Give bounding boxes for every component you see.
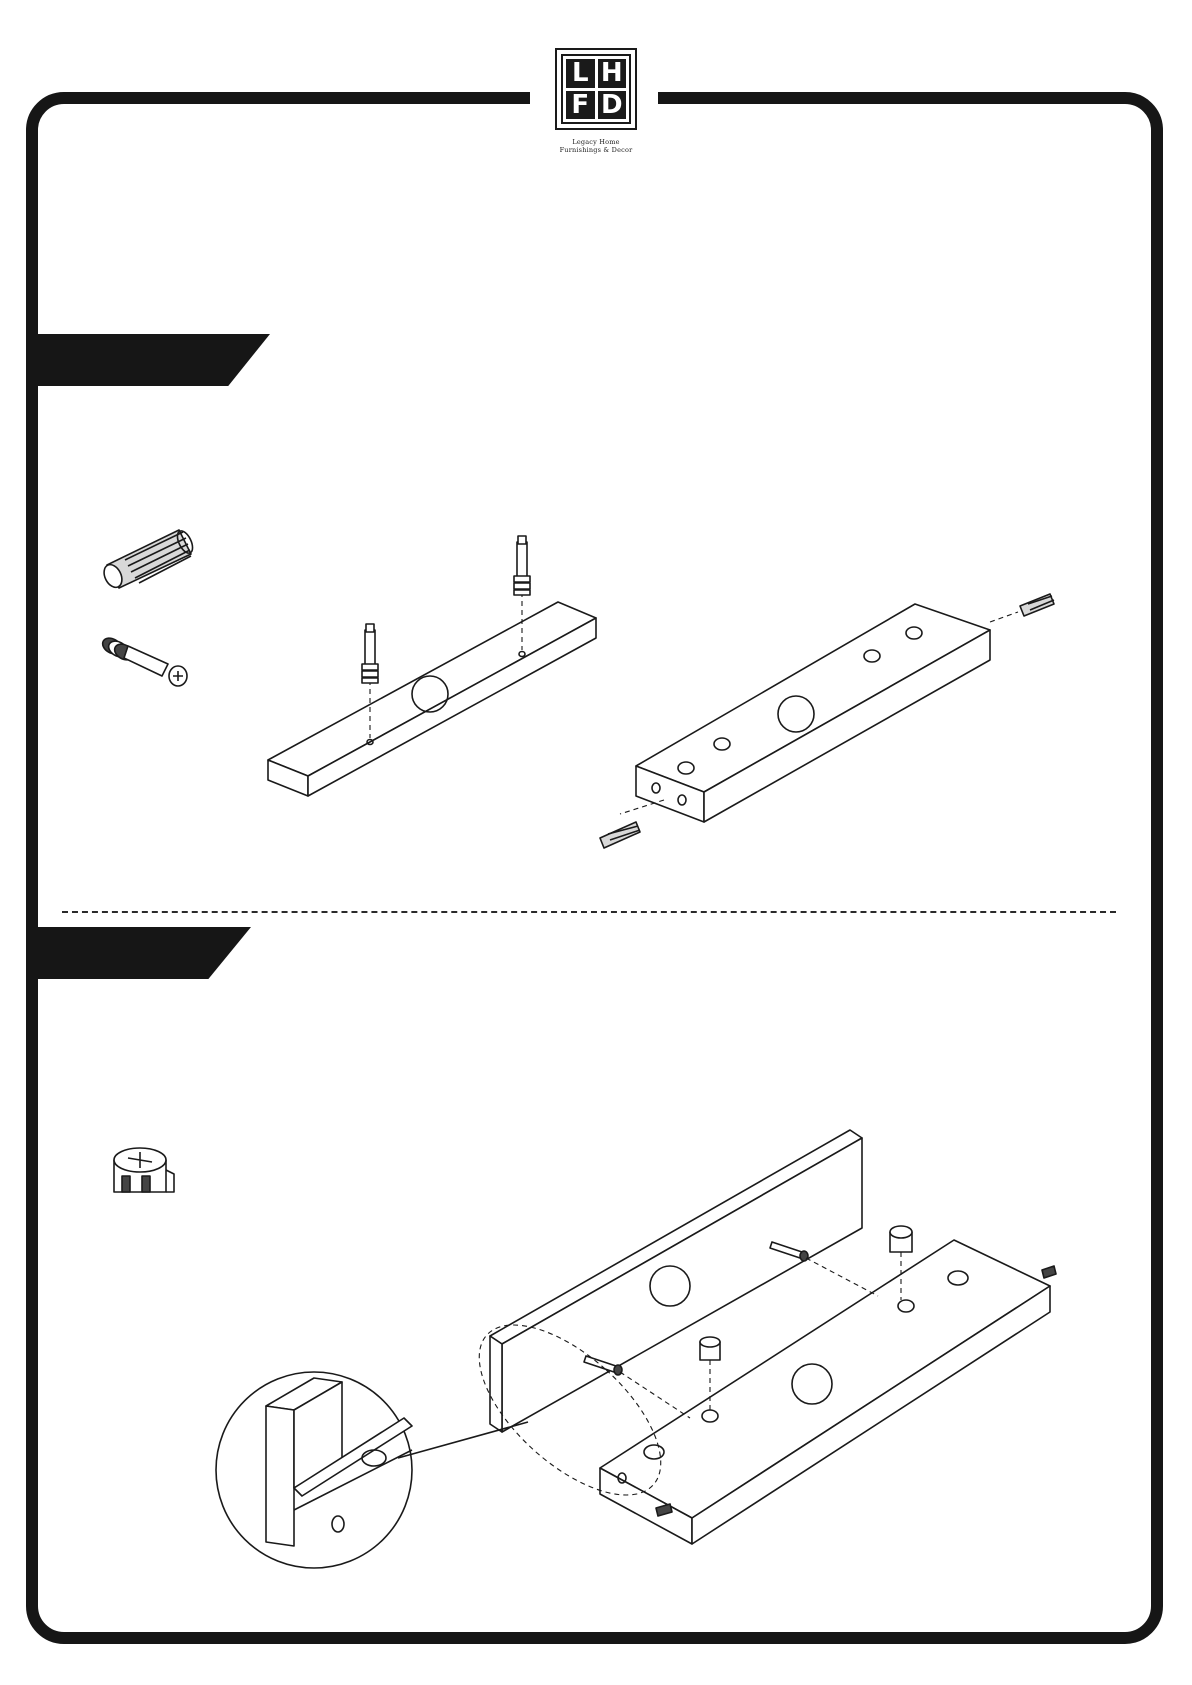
logo-letter: D	[598, 91, 627, 120]
panel-with-dowels	[600, 590, 1060, 870]
logo-caption: Legacy Home Furnishings & Decor	[530, 138, 662, 154]
brand-logo: L H F D	[555, 48, 637, 130]
logo-letter: F	[566, 91, 595, 120]
panel-with-cam-bolts	[260, 530, 610, 810]
logo-caption-line1: Legacy Home	[530, 138, 662, 146]
corner-detail-zoom	[214, 1360, 534, 1580]
logo-letter: L	[566, 59, 595, 88]
wood-dowel-icon	[95, 520, 205, 590]
logo-letter: H	[598, 59, 627, 88]
logo-caption-line2: Furnishings & Decor	[530, 146, 662, 154]
panel-joining-assembly	[460, 1120, 1060, 1560]
cam-bolt-icon	[98, 632, 198, 692]
step-divider	[62, 911, 1116, 913]
cam-lock-nut-icon	[108, 1140, 178, 1210]
